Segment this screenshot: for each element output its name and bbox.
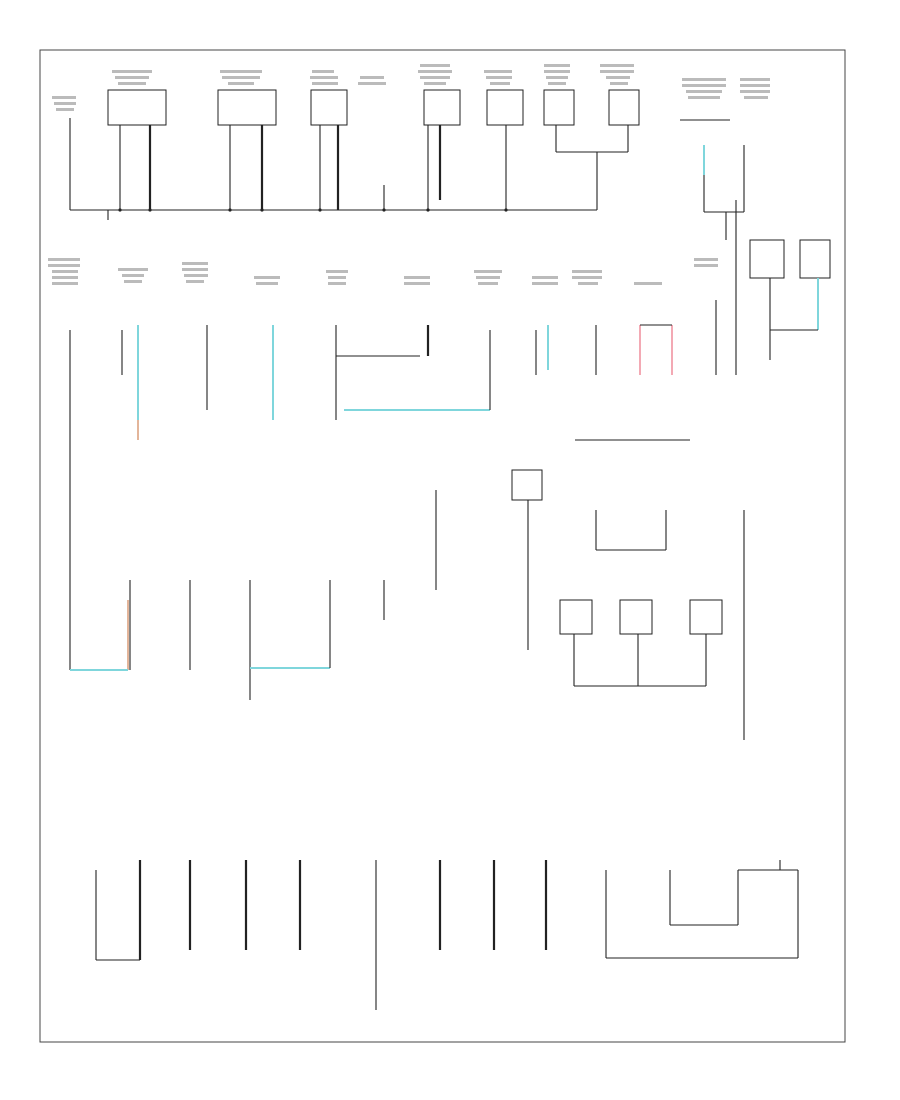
top-row-components <box>52 64 770 240</box>
bottom-row-components <box>95 860 799 1010</box>
component-box <box>608 89 640 126</box>
component-box <box>107 89 167 126</box>
component-box <box>423 89 461 126</box>
component-box <box>310 89 348 126</box>
component-box <box>486 89 524 126</box>
middle-components <box>70 439 745 740</box>
component-box <box>217 89 277 126</box>
second-row-components <box>48 200 831 670</box>
component-box <box>543 89 575 126</box>
diagram-frame <box>39 49 846 1043</box>
